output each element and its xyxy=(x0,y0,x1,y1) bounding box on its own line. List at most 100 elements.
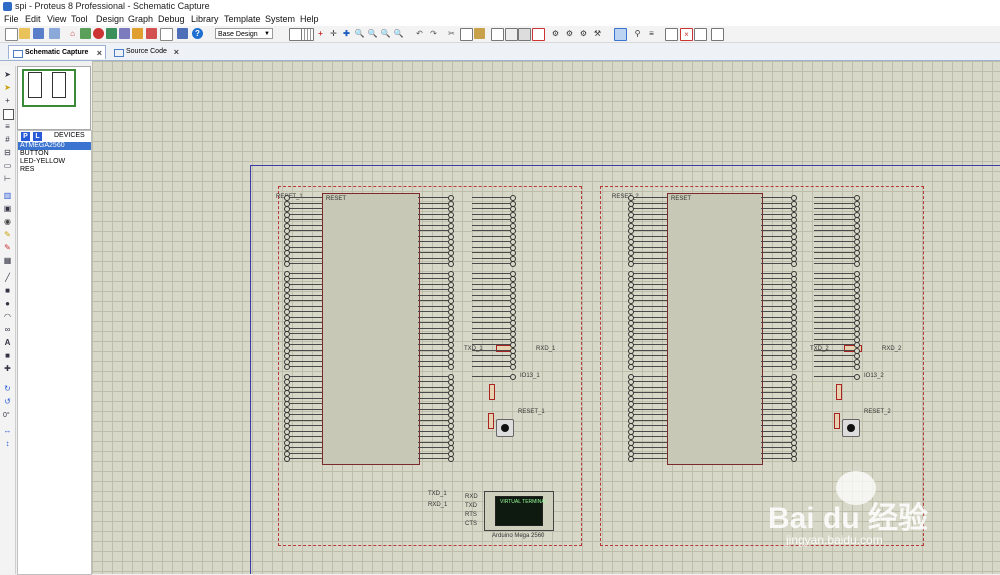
false-origin-icon[interactable]: + xyxy=(318,29,323,38)
library-manager-button[interactable]: L xyxy=(33,132,42,141)
menu-debug[interactable]: Debug xyxy=(158,14,185,24)
new-file-icon[interactable] xyxy=(5,28,18,41)
copy-icon[interactable] xyxy=(460,28,473,41)
menu-tool[interactable]: Tool xyxy=(71,14,88,24)
3d-view-icon[interactable] xyxy=(119,28,130,39)
new-sheet-icon[interactable] xyxy=(665,28,678,41)
menu-library[interactable]: Library xyxy=(191,14,219,24)
current-probe-icon[interactable]: ✎ xyxy=(4,243,11,252)
decompose-icon[interactable]: ⚒ xyxy=(593,29,602,38)
buses-icon[interactable]: # xyxy=(5,135,10,144)
zoom-all-icon[interactable]: 🔍 xyxy=(380,29,391,38)
block-rotate-icon[interactable] xyxy=(518,28,531,41)
voltage-probe-icon[interactable]: ✎ xyxy=(4,230,11,239)
help-icon[interactable]: ? xyxy=(192,28,203,39)
menu-file[interactable]: File xyxy=(4,14,19,24)
menu-graph[interactable]: Graph xyxy=(128,14,154,24)
redo-icon[interactable]: ↷ xyxy=(430,29,437,38)
virtual-terminal[interactable]: RXD TXD RTS CTS VIRTUAL TERMINAL xyxy=(465,491,554,531)
tab-schematic-capture[interactable]: Schematic Capture × xyxy=(8,45,106,59)
menu-view[interactable]: View xyxy=(47,14,67,24)
pan-icon[interactable]: ✚ xyxy=(343,29,350,38)
open-folder-icon[interactable] xyxy=(19,28,30,39)
device-item-atmega2560[interactable]: ATMEGA2560 xyxy=(18,142,91,150)
device-item-button[interactable]: BUTTON xyxy=(20,150,49,157)
line-tool-icon[interactable]: ╱ xyxy=(5,273,10,282)
device-item-res[interactable]: RES xyxy=(20,166,35,173)
rotation-angle[interactable]: 0° xyxy=(3,412,10,419)
grid-toggle-icon[interactable] xyxy=(301,28,314,41)
package-tool-icon[interactable]: ⚙ xyxy=(579,29,588,38)
design-explorer-icon[interactable] xyxy=(146,28,157,39)
symbol-tool-icon[interactable]: ■ xyxy=(5,351,10,360)
source-code-icon[interactable] xyxy=(177,28,188,39)
block-delete-icon[interactable] xyxy=(532,28,545,41)
virtual-instruments-icon[interactable]: ▦ xyxy=(3,256,12,265)
tape-recorder-icon[interactable]: ▣ xyxy=(3,204,12,213)
save-icon[interactable] xyxy=(33,28,44,39)
wire-label-icon[interactable] xyxy=(3,109,14,120)
zoom-area-icon[interactable]: 🔍 xyxy=(393,29,404,38)
overview-window[interactable] xyxy=(17,66,91,130)
reset-button-right[interactable] xyxy=(842,419,860,437)
paste-icon[interactable] xyxy=(474,28,485,39)
text-tool-icon[interactable]: A xyxy=(4,338,11,347)
component-mode-icon[interactable]: ➤ xyxy=(4,83,11,92)
generator-icon[interactable]: ◉ xyxy=(4,217,11,226)
search-icon[interactable]: ⚲ xyxy=(634,29,641,38)
schematic-icon[interactable] xyxy=(80,28,91,39)
cut-icon[interactable]: ✂ xyxy=(448,29,455,38)
bom-icon[interactable] xyxy=(132,28,143,39)
menu-system[interactable]: System xyxy=(265,14,296,24)
selection-mode-icon[interactable]: ➤ xyxy=(4,70,11,79)
schematic-canvas[interactable]: RESET RESET_1 RXD_1 TXD_1 IO13_1 RESET_1… xyxy=(92,61,1000,574)
zoom-out-icon[interactable]: 🔍 xyxy=(367,29,378,38)
graph-mode-icon[interactable]: ▥ xyxy=(3,191,12,200)
path-tool-icon[interactable]: ∞ xyxy=(4,325,11,334)
block-move-icon[interactable] xyxy=(505,28,518,41)
reset-button-left[interactable] xyxy=(496,419,514,437)
terminals-icon[interactable]: ▭ xyxy=(3,161,12,170)
mirror-vertical-icon[interactable]: ↕ xyxy=(5,439,10,448)
atmega2560-chip-left[interactable]: RESET xyxy=(322,193,420,465)
design-variant-select[interactable]: Base Design ▼ xyxy=(215,28,273,39)
close-icon[interactable]: × xyxy=(173,47,179,57)
exit-to-parent-icon[interactable] xyxy=(694,28,707,41)
menu-design[interactable]: Design xyxy=(96,14,125,24)
property-assignment-icon[interactable]: ≡ xyxy=(649,29,654,38)
make-device-icon[interactable]: ⚙ xyxy=(565,29,574,38)
center-icon[interactable]: ✛ xyxy=(330,29,337,38)
pick-devices-button[interactable]: P xyxy=(21,132,30,141)
undo-icon[interactable]: ↶ xyxy=(416,29,423,38)
mirror-horizontal-icon[interactable]: ↔ xyxy=(3,426,12,435)
pcb-icon[interactable] xyxy=(93,28,104,39)
import-icon[interactable] xyxy=(49,28,60,39)
arc-tool-icon[interactable]: ◠ xyxy=(4,312,11,321)
pick-device-icon[interactable]: ⚙ xyxy=(551,29,560,38)
wire-autorouter-icon[interactable] xyxy=(614,28,627,41)
circle-tool-icon[interactable]: ● xyxy=(5,299,10,308)
home-icon[interactable]: ⌂ xyxy=(70,29,75,38)
zoom-in-icon[interactable]: 🔍 xyxy=(354,29,365,38)
tab-source-code[interactable]: Source Code × xyxy=(110,45,182,59)
rotate-anticlockwise-icon[interactable]: ↺ xyxy=(4,397,11,406)
rotate-clockwise-icon[interactable]: ↻ xyxy=(4,384,11,393)
remove-sheet-icon[interactable]: × xyxy=(680,28,693,41)
block-copy-icon[interactable] xyxy=(491,28,504,41)
arduino-block-left[interactable] xyxy=(278,186,582,546)
menu-help[interactable]: Help xyxy=(300,14,319,24)
subcircuit-icon[interactable]: ⊟ xyxy=(4,148,11,157)
menu-edit[interactable]: Edit xyxy=(25,14,41,24)
notes-icon[interactable] xyxy=(160,28,173,41)
text-script-icon[interactable]: ≡ xyxy=(5,122,10,131)
box-tool-icon[interactable]: ■ xyxy=(5,286,10,295)
close-icon[interactable]: × xyxy=(96,48,102,58)
arduino-block-right[interactable] xyxy=(600,186,924,546)
menu-template[interactable]: Template xyxy=(224,14,261,24)
atmega2560-chip-right[interactable]: RESET xyxy=(667,193,763,465)
bill-of-materials-icon[interactable] xyxy=(711,28,724,41)
gerber-icon[interactable] xyxy=(106,28,117,39)
device-item-led-yellow[interactable]: LED-YELLOW xyxy=(20,158,66,165)
device-pins-icon[interactable]: ⊢ xyxy=(4,174,11,183)
overview-viewport-frame[interactable] xyxy=(22,69,76,107)
